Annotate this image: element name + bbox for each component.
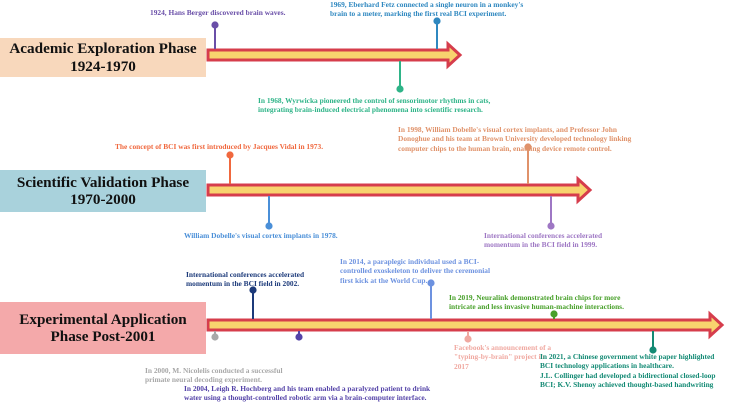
event-1998-dobelle-donoghue-marker	[524, 143, 532, 151]
event-text-line: momentum in the BCI field in 2002.	[186, 279, 300, 289]
event-text-line: integrating brain-induced electrical phe…	[258, 105, 483, 115]
event-text-line: BCI; K.V. Shenoy achieved thought-based …	[540, 379, 714, 389]
event-1924-hans-berger-marker	[211, 21, 219, 29]
event-2014-exoskeleton-marker	[427, 279, 435, 287]
event-text-line: "typing-by-brain" project in	[454, 352, 545, 362]
event-2002-conferences-marker	[249, 286, 257, 294]
phase-label-line: Experimental Application	[19, 310, 187, 328]
phase-label-line: Phase Post-2001	[50, 328, 156, 345]
event-2004-hochberg-text: In 2004, Leigh R. Hochberg and his team …	[184, 384, 430, 403]
event-text-line: William Dobelle's visual cortex implants…	[184, 231, 338, 240]
event-text-line: In 2014, a paraplegic individual used a …	[340, 257, 480, 266]
event-text-line: primate neural decoding experiment.	[145, 375, 263, 385]
event-text-line: brain to a meter, marking the first real…	[330, 9, 507, 19]
event-2021-white-paper-marker	[649, 346, 657, 354]
event-text-line: 1924, Hans Berger discovered brain waves…	[150, 8, 286, 17]
event-2019-neuralink-text: In 2019, Neuralink demonstrated brain ch…	[449, 293, 624, 312]
event-text-line: The concept of BCI was first introduced …	[115, 142, 324, 151]
event-1999-conferences-marker	[547, 222, 555, 230]
event-text-line: In 1998, William Dobelle's visual cortex…	[398, 125, 617, 134]
event-text-line: Facebook's announcement of a	[454, 343, 552, 352]
event-text-line: 2017	[454, 361, 469, 371]
event-text-line: controlled exoskeleton to deliver the ce…	[340, 266, 491, 276]
event-text-line: In 2000, M. Nicolelis conducted a succes…	[145, 366, 283, 375]
event-1998-dobelle-donoghue-text: In 1998, William Dobelle's visual cortex…	[398, 125, 631, 153]
event-text-line: momentum in the BCI field in 1999.	[484, 240, 598, 250]
event-text-line: 1969, Eberhard Fetz connected a single n…	[330, 0, 524, 9]
event-text-line: BCI technology applications in healthcar…	[540, 361, 674, 371]
event-1968-wyrwicka-marker	[396, 85, 404, 93]
phase-label-line: Academic Exploration Phase	[9, 40, 197, 58]
event-jacques-vidal-marker	[226, 151, 234, 159]
phase-label-line: Scientific Validation Phase	[16, 173, 190, 191]
event-text-line: water using a thought-controlled robotic…	[184, 393, 427, 403]
timeline-arrow-1	[206, 40, 463, 70]
event-text-line: computer chips to the human brain, enabl…	[398, 143, 612, 153]
event-1978-dobelle-text: William Dobelle's visual cortex implants…	[184, 231, 338, 240]
phase-label-line: 1970-2000	[70, 191, 136, 208]
event-1969-eberhard-fetz-marker	[433, 17, 441, 25]
timeline-arrow-3	[206, 310, 725, 340]
event-2000-nicolelis-marker	[211, 333, 219, 341]
event-2014-exoskeleton-text: In 2014, a paraplegic individual used a …	[340, 257, 490, 285]
event-2019-neuralink-marker	[550, 310, 558, 318]
event-jacques-vidal-text: The concept of BCI was first introduced …	[115, 142, 323, 151]
event-2017-facebook-text: Facebook's announcement of a"typing-by-b…	[454, 343, 551, 371]
event-text-line: Donoghue and his team at Brown Universit…	[398, 134, 632, 144]
event-text-line: In 1968, Wyrwicka pioneered the control …	[258, 96, 491, 105]
event-text-line: first kick at the World Cup.	[340, 275, 428, 285]
event-text-line: In 2021, a Chinese government white pape…	[540, 352, 715, 361]
phase-label-line: 1924-1970	[70, 57, 136, 75]
event-text-line: In 2004, Leigh R. Hochberg and his team …	[184, 384, 431, 393]
event-2017-facebook-marker	[464, 335, 472, 343]
event-1978-dobelle-marker	[265, 222, 273, 230]
timeline-arrow-2	[206, 175, 593, 205]
event-2021-white-paper-text: In 2021, a Chinese government white pape…	[540, 352, 715, 389]
event-text-line: International conferences accelerated	[186, 270, 305, 279]
event-2000-nicolelis-text: In 2000, M. Nicolelis conducted a succes…	[145, 366, 283, 385]
event-text-line: intricate and less invasive human-machin…	[449, 302, 624, 312]
event-text-line: International conferences accelerated	[484, 231, 603, 240]
event-text-line: In 2019, Neuralink demonstrated brain ch…	[449, 293, 621, 302]
event-2004-hochberg-marker	[295, 333, 303, 341]
event-text-line: J.L. Collinger had developed a bidirecti…	[540, 370, 716, 380]
event-1969-eberhard-fetz-text: 1969, Eberhard Fetz connected a single n…	[330, 0, 523, 19]
event-1924-hans-berger-text: 1924, Hans Berger discovered brain waves…	[150, 8, 285, 17]
event-1968-wyrwicka-text: In 1968, Wyrwicka pioneered the control …	[258, 96, 490, 115]
